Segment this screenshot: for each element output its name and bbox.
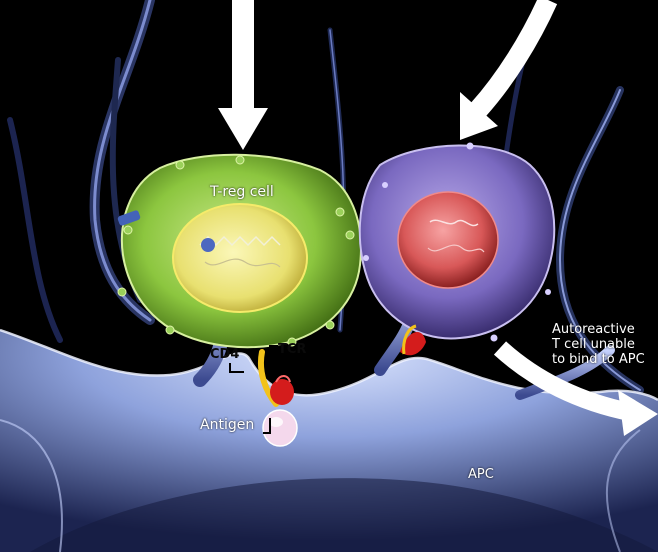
autoreactive-nucleus: [398, 192, 498, 288]
arrow-down: [218, 0, 268, 150]
treg-cell-label: T-reg cell: [210, 185, 274, 200]
tcr-molecule: [270, 379, 294, 405]
autoreactive-label: Autoreactive T cell unable to bind to AP…: [552, 322, 645, 367]
treg-nucleus: [173, 204, 307, 312]
tcr-label: TCR: [278, 342, 306, 357]
autoreactive-label-line3: to bind to APC: [552, 352, 645, 367]
antigen-label: Antigen: [200, 418, 254, 433]
antigen-molecule: [263, 410, 297, 446]
autoreactive-cell: [360, 143, 554, 356]
apc-label: APC: [468, 467, 494, 482]
autoreactive-label-line2: T cell unable: [552, 337, 645, 352]
autoreactive-label-line1: Autoreactive: [552, 322, 645, 337]
cd4-label: CD4: [210, 347, 239, 362]
arrow-curved-in: [460, 0, 548, 140]
